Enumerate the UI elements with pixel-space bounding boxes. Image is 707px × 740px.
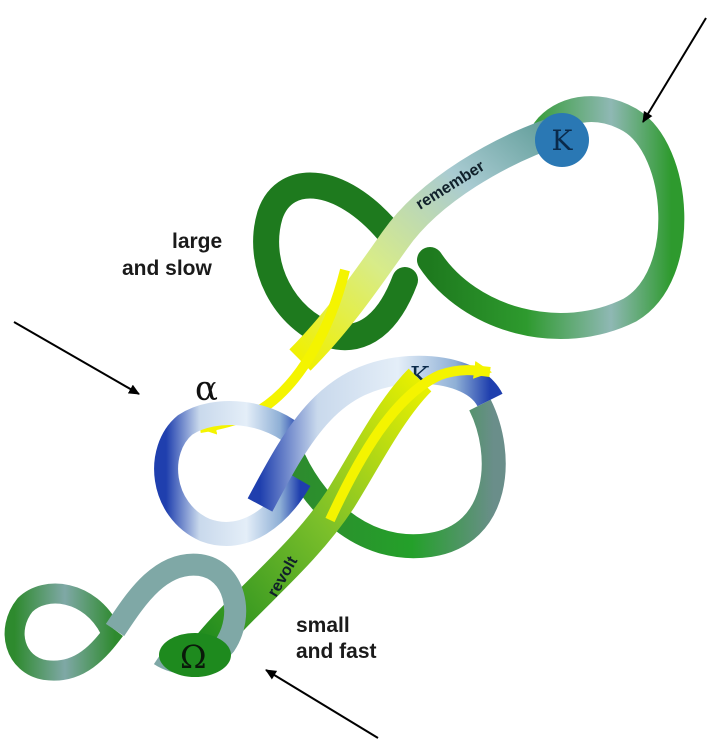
arrow-icon [643,18,706,122]
small-fast-label-line2: and fast [296,640,377,663]
omega-label: Ω [180,638,207,676]
large-slow-label-line2: and slow [122,257,213,280]
arrow-icon [266,670,378,738]
arrow-icon [14,322,139,394]
small-fast-cycle: Ω [15,565,236,677]
small-loop-left-band [15,594,115,671]
large-slow-label-line1: large [172,230,222,253]
small-fast-label-line1: small [296,614,350,637]
alpha-label: α [195,369,218,409]
kappa-label-large: K [552,124,574,157]
